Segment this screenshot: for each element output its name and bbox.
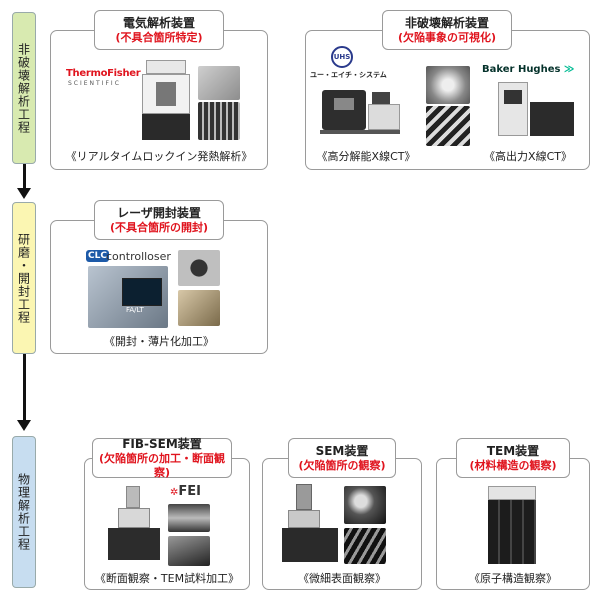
panel-caption: 《リアルタイムロックイン発熱解析》 <box>65 150 253 163</box>
hires-xray-ct-photo <box>316 84 402 140</box>
laser-machine-photo: FA/LT <box>88 266 168 328</box>
thermofisher-logo: ThermoFisher <box>66 68 141 79</box>
stage-polishing-opening: 研磨・開封工程 <box>12 202 36 354</box>
flow-arrow-line <box>23 354 26 422</box>
cross-section-photo <box>168 504 210 532</box>
uhs-logo-text: ユー・エイチ・システム <box>310 71 387 79</box>
panel-subtitle: (欠陥事象の可視化) <box>397 30 497 44</box>
panel-subtitle: (不具合箇所の開封) <box>109 220 209 234</box>
panel-title-tag: 非破壊解析装置 (欠陥事象の可視化) <box>382 10 512 50</box>
laser-screen-text: FA/LT <box>126 306 144 314</box>
panel-subtitle: (不具合箇所特定) <box>115 30 203 44</box>
ct-image-photo <box>426 106 470 146</box>
panel-caption: 《開封・薄片化加工》 <box>104 335 214 348</box>
panel-title: FIB-SEM装置 <box>122 436 202 451</box>
panel-caption: 《高分解能X線CT》 <box>316 150 416 163</box>
lockin-machine-photo <box>140 60 192 140</box>
panel-subtitle: (欠陥箇所の加工・断面観察) <box>98 451 226 479</box>
flow-arrow-line <box>23 164 26 190</box>
stage-label: 物理解析工程 <box>16 473 31 551</box>
panel-title: 非破壊解析装置 <box>404 15 489 30</box>
panel-title: TEM装置 <box>486 443 540 458</box>
thermal-image-photo <box>198 66 240 100</box>
clc-logo-badge: CLC <box>86 250 109 262</box>
thermal-image-photo <box>198 102 240 140</box>
stage-physical-analysis: 物理解析工程 <box>12 436 36 588</box>
stage-nondestructive: 非破壊解析工程 <box>12 12 36 164</box>
panel-title-tag: FIB-SEM装置 (欠陥箇所の加工・断面観察) <box>92 436 232 479</box>
uhs-logo: UHS <box>331 46 353 68</box>
panel-title-tag: 電気解析装置 (不具合箇所特定) <box>94 10 224 50</box>
tem-sample-photo <box>168 536 210 566</box>
high-power-xray-ct-photo <box>494 80 578 142</box>
chip-photo <box>178 250 220 286</box>
panel-title: 電気解析装置 <box>122 15 195 30</box>
panel-title: レーザ開封装置 <box>117 205 201 220</box>
fib-sem-machine-photo <box>108 486 160 560</box>
baker-hughes-logo: Baker Hughes ≫ <box>482 64 575 75</box>
panel-title-tag: レーザ開封装置 (不具合箇所の開封) <box>94 200 224 240</box>
surface-image-photo <box>344 528 386 564</box>
flow-arrow-head <box>17 420 31 431</box>
tem-machine-photo <box>488 486 536 564</box>
opened-package-photo <box>178 290 220 326</box>
thermofisher-logo-sub: SCIENTIFIC <box>68 80 121 87</box>
panel-caption: 《断面観察・TEM試料加工》 <box>94 572 240 585</box>
flow-arrow-head <box>17 188 31 199</box>
controlloser-logo: controlloser <box>106 250 171 263</box>
sem-machine-photo <box>282 484 338 562</box>
panel-title: SEM装置 <box>315 443 369 458</box>
stage-label: 研磨・開封工程 <box>16 232 31 324</box>
panel-subtitle: (材料構造の観察) <box>469 458 557 472</box>
panel-subtitle: (欠陥箇所の観察) <box>298 458 386 472</box>
panel-caption: 《原子構造観察》 <box>469 572 557 585</box>
stage-label: 非破壊解析工程 <box>16 42 31 134</box>
panel-title-tag: SEM装置 (欠陥箇所の観察) <box>288 438 396 478</box>
ct-image-photo <box>426 66 470 104</box>
surface-image-photo <box>344 486 386 524</box>
fei-logo: ✲FEI <box>170 484 201 499</box>
panel-caption: 《高出力X線CT》 <box>484 150 572 163</box>
panel-caption: 《微細表面観察》 <box>298 572 386 585</box>
panel-title-tag: TEM装置 (材料構造の観察) <box>456 438 570 478</box>
